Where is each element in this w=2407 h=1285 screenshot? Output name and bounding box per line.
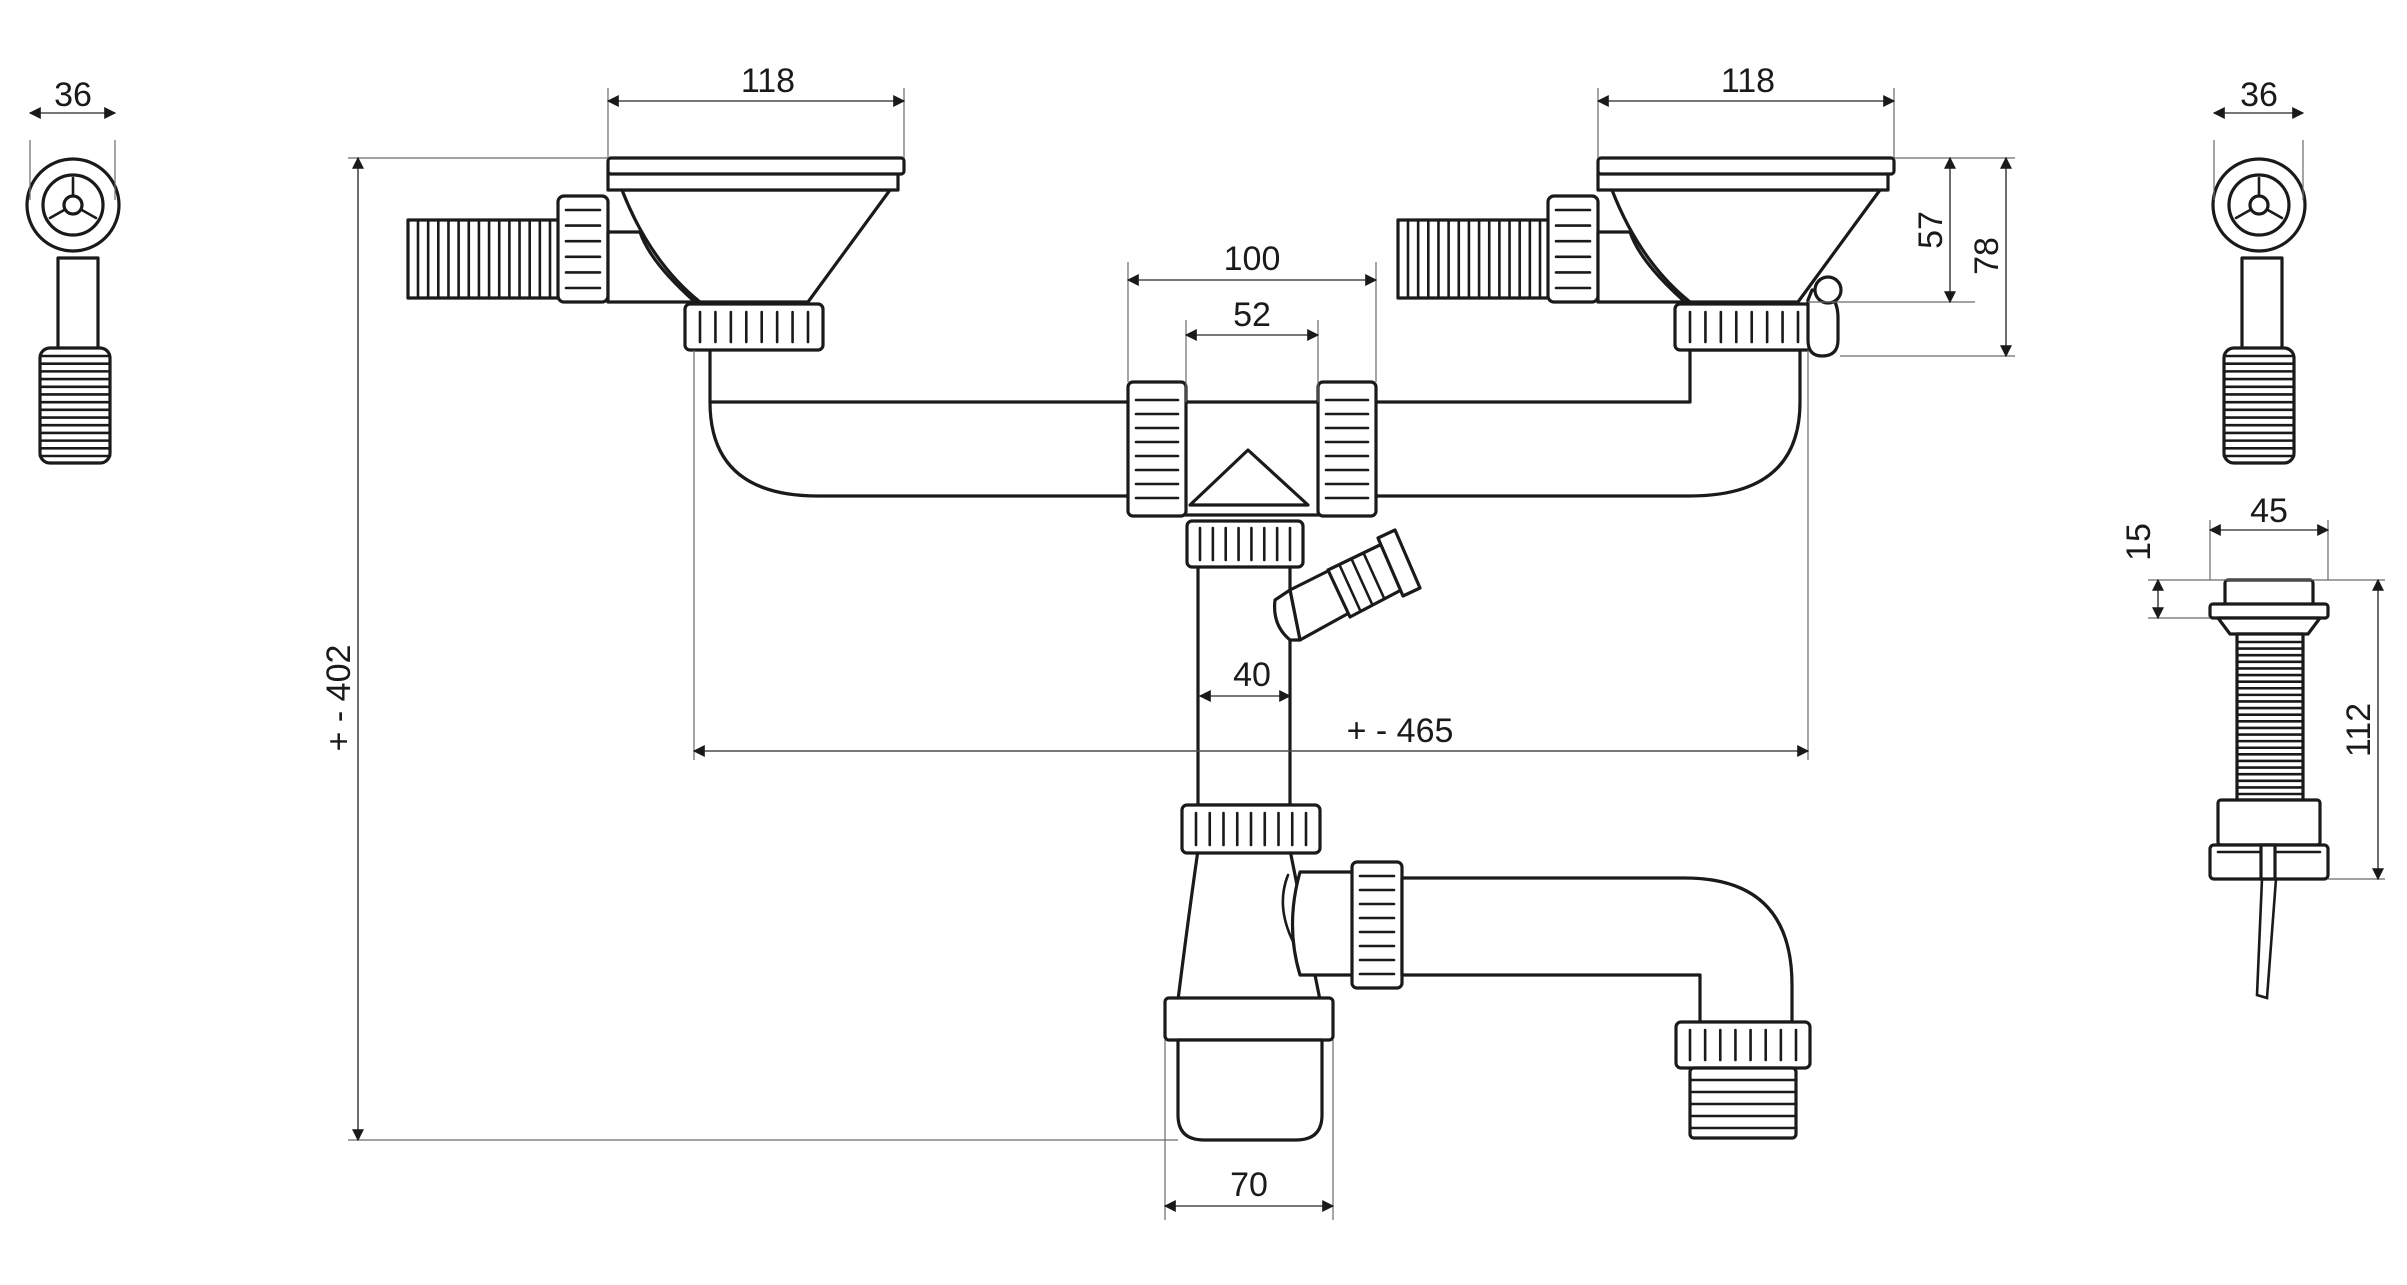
label-total-height: + - 402 <box>320 645 358 752</box>
left-basket-nut[interactable] <box>683 302 825 352</box>
tee-left-nut[interactable] <box>1126 380 1188 518</box>
ribs <box>1194 811 1308 847</box>
label-plug-width: 45 <box>2250 492 2288 530</box>
ribs <box>1688 1078 1798 1130</box>
label-right-side-width: 36 <box>2240 76 2278 114</box>
ribs <box>1134 398 1180 500</box>
ribs <box>38 354 112 458</box>
right-basket-nut[interactable] <box>1673 302 1815 352</box>
right-basket-cone <box>1610 188 1882 304</box>
label-plug-cap-height: 15 <box>2120 523 2158 561</box>
plug-collar <box>2216 616 2322 636</box>
tee-bottom-nut[interactable] <box>1185 519 1305 569</box>
label-left-side-width: 36 <box>54 76 92 114</box>
ribs <box>1358 874 1396 976</box>
trap-cap-nut[interactable] <box>1163 996 1335 1042</box>
dimension-lines <box>28 95 2384 1212</box>
grille-hub <box>62 194 84 216</box>
ribs <box>1554 208 1592 290</box>
ribs <box>1406 218 1542 300</box>
left-basket-flange <box>606 156 906 176</box>
overflow-tube <box>2240 256 2284 360</box>
nozzle-cap <box>1376 528 1422 598</box>
clip-pivot <box>1813 275 1843 305</box>
ribs <box>1324 398 1370 500</box>
ribs <box>1198 526 1292 562</box>
branch-root <box>1272 588 1302 642</box>
label-tee-inner: 52 <box>1233 296 1271 334</box>
ribs <box>1688 1028 1798 1062</box>
trap-outlet-nut[interactable] <box>1350 860 1404 990</box>
plug-key <box>2259 843 2277 881</box>
appliance-inlet-branch <box>1272 528 1422 642</box>
right-overflow-hose <box>1396 218 1552 300</box>
right-horizontal-pipe <box>1368 348 1802 498</box>
ribs <box>416 218 552 300</box>
waste-plug-detail <box>2208 578 2330 1000</box>
bottle-trap <box>1163 803 1812 1142</box>
right-basket-flange <box>1596 156 1896 176</box>
label-right-basket-width: 118 <box>1721 62 1775 100</box>
label-trap-width: 70 <box>1230 1166 1268 1204</box>
left-horizontal-pipe <box>708 348 1142 498</box>
left-overflow-elbow <box>606 230 702 304</box>
outlet-nut[interactable] <box>1674 1020 1812 1070</box>
ribs <box>698 310 810 344</box>
tee-right-nut[interactable] <box>1316 380 1378 518</box>
dimension-labels: 36 36 118 118 100 52 40 + - 465 + - 402 … <box>54 62 2378 1204</box>
plug-cap <box>2223 578 2315 608</box>
ribs <box>2222 354 2296 458</box>
left-overflow-nut[interactable] <box>556 194 610 304</box>
trap-bottle-base[interactable] <box>1176 1038 1324 1142</box>
plug-lower-body <box>2216 798 2322 847</box>
right-overflow-elbow <box>1596 230 1692 304</box>
left-overflow-side-view <box>25 157 121 465</box>
plug-flange <box>2208 602 2330 620</box>
tee-deflector <box>1188 448 1310 507</box>
label-left-basket-width: 118 <box>741 62 795 100</box>
left-overflow-hose <box>406 218 562 300</box>
outlet-elbow-pipe <box>1400 876 1794 1024</box>
ribs <box>1688 310 1800 344</box>
left-basket-strainer <box>406 156 906 352</box>
right-basket-strainer <box>1396 156 1896 358</box>
grille-hub <box>2248 194 2270 216</box>
ribs <box>2235 640 2305 796</box>
overflow-hose <box>38 346 112 465</box>
tee-coupling-nuts <box>1126 380 1378 569</box>
horizontal-waste-pipe <box>708 348 1802 807</box>
left-basket-cone <box>620 188 892 304</box>
overflow-hose <box>2222 346 2296 465</box>
label-basket-height-a: 57 <box>1912 211 1950 249</box>
ribs <box>564 208 602 290</box>
label-plug-height: 112 <box>2340 703 2378 757</box>
right-overflow-nut[interactable] <box>1546 194 1600 304</box>
label-tee-outer: 100 <box>1224 240 1281 278</box>
plug-chain-rod <box>2255 877 2278 1000</box>
label-basket-height-b: 78 <box>1968 237 2006 275</box>
nozzle-ribs <box>1338 552 1386 612</box>
right-overflow-side-view <box>2211 157 2307 465</box>
overflow-tube <box>56 256 100 360</box>
label-total-width: + - 465 <box>1347 712 1454 750</box>
trap-outlet-body <box>1290 870 1357 977</box>
label-pipe-diameter: 40 <box>1233 656 1271 694</box>
